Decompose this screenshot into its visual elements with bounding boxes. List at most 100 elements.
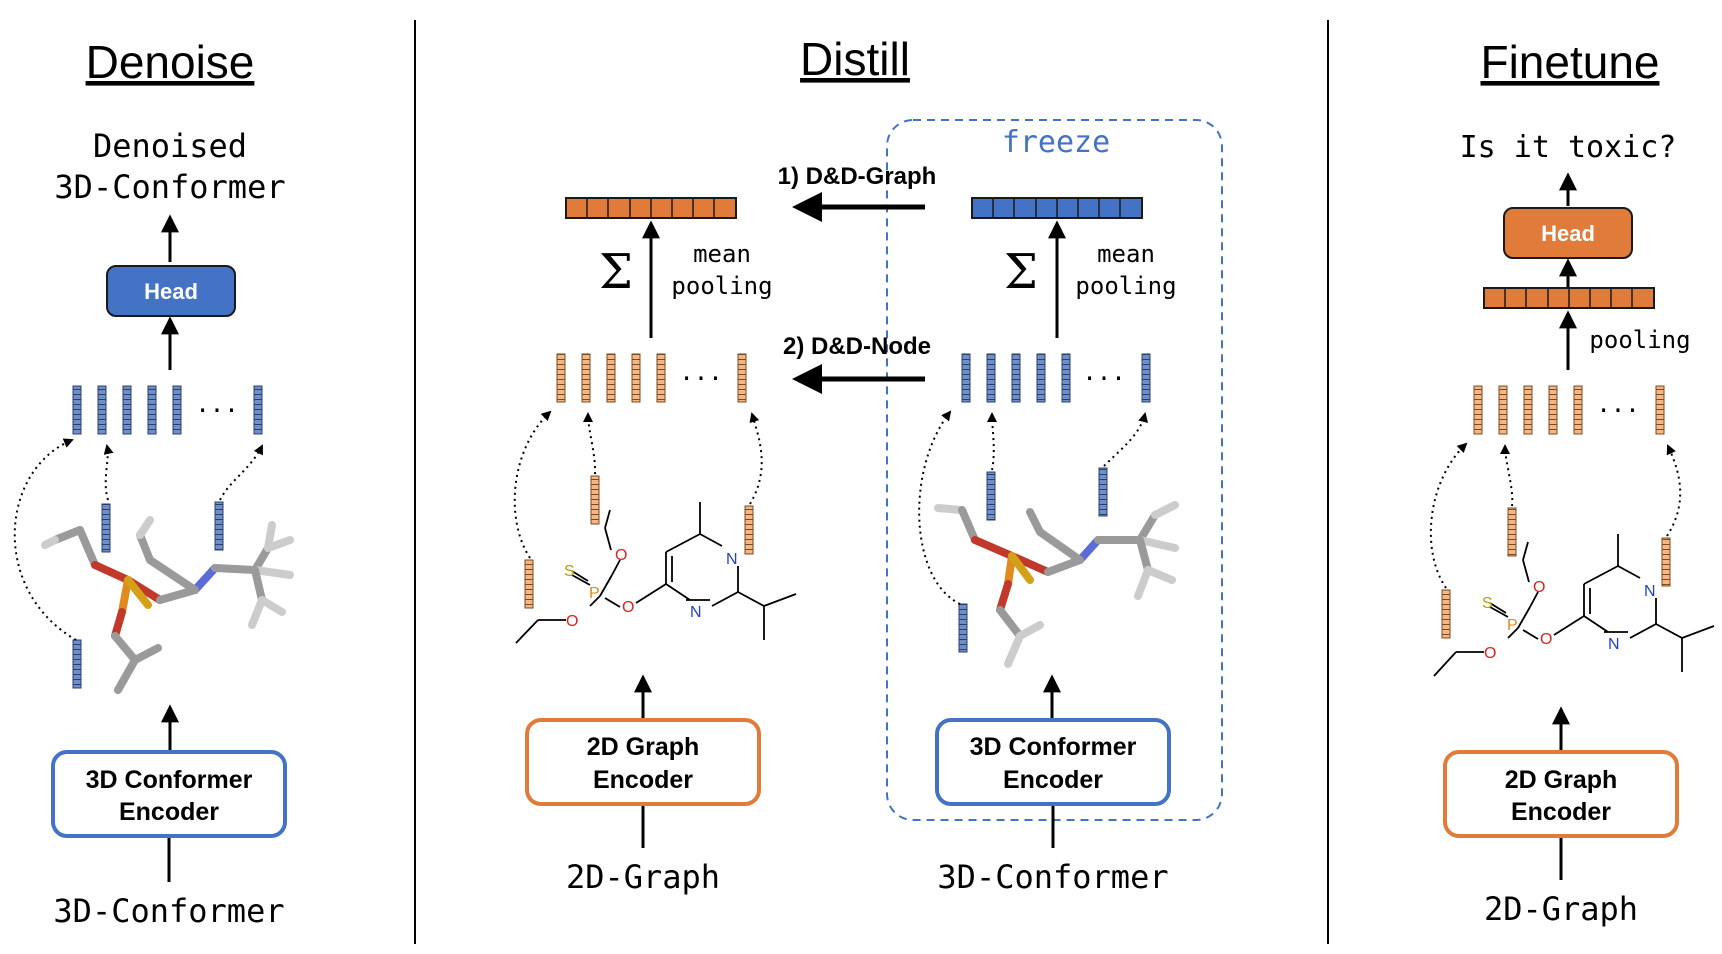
denoise-encoder-line1: 3D Conformer (86, 766, 253, 794)
dotted-arrow (1429, 442, 1468, 589)
node-vector (1655, 385, 1665, 435)
teacher-encoder-box (935, 718, 1171, 806)
atom-p: P (1507, 617, 1518, 634)
atom-p: P (589, 585, 600, 602)
node-vector (656, 353, 666, 403)
student-sigma: Σ (599, 244, 633, 300)
node-vector (581, 353, 591, 403)
dd-graph-label: 1) D&D-Graph (778, 163, 937, 190)
atom-vector (1098, 467, 1108, 517)
finetune-graph-vector (1483, 287, 1655, 309)
teacher-pool-line2: pooling (1075, 272, 1176, 300)
student-encoder-line1: 2D Graph (587, 733, 700, 761)
dotted-arrow (918, 410, 961, 605)
denoise-encoder-line2: Encoder (119, 798, 219, 826)
dotted-arrow (1666, 444, 1682, 537)
atom-n: N (690, 604, 702, 621)
finetune-node-vectors: ... (1473, 385, 1665, 435)
atom-s: S (564, 563, 575, 580)
dotted-arrow (513, 410, 552, 559)
atom-s: S (1482, 595, 1493, 612)
student-input-label: 2D-Graph (566, 858, 720, 896)
teacher-input-label: 3D-Conformer (937, 858, 1168, 896)
dotted-arrow (1103, 412, 1149, 467)
distill-3d-molecule (934, 501, 1179, 668)
node-vector (172, 385, 182, 435)
teacher-encoder-line2: Encoder (1003, 766, 1103, 794)
student-encoder-line2: Encoder (593, 766, 693, 794)
node-vector (631, 353, 641, 403)
student-encoder-box (525, 718, 761, 806)
freeze-box (886, 119, 1223, 821)
node-vector (556, 353, 566, 403)
student-ellipsis: ... (679, 358, 722, 386)
node-vector (1523, 385, 1533, 435)
distill-2d-molecule (515, 502, 797, 644)
finetune-2d-molecule (1433, 534, 1715, 677)
node-vector (147, 385, 157, 435)
student-graph-vector (565, 197, 737, 219)
finetune-title: Finetune (1480, 36, 1659, 88)
node-vector (1141, 353, 1151, 403)
dotted-arrow (13, 438, 77, 641)
dotted-arrow (1500, 444, 1514, 507)
finetune-head-box (1503, 207, 1633, 259)
finetune-head-label: Head (1541, 221, 1595, 246)
dotted-arrow (583, 412, 597, 475)
finetune-encoder-line1: 2D Graph (1505, 766, 1618, 794)
dotted-arrow (749, 412, 763, 505)
teacher-ellipsis: ... (1082, 358, 1125, 386)
atom-n: N (726, 551, 738, 568)
finetune-pooling-label: pooling (1589, 326, 1690, 354)
node-vector (1473, 385, 1483, 435)
node-vector (961, 353, 971, 403)
student-pool-line1: mean (693, 240, 751, 268)
node-vector (1548, 385, 1558, 435)
denoise-head-box (106, 265, 236, 317)
denoise-output-line2: 3D-Conformer (54, 168, 285, 206)
freeze-label: freeze (1002, 125, 1110, 160)
teacher-graph-vector (971, 197, 1143, 219)
panel-finetune: Finetune Is it toxic? Head pooling ... (1429, 36, 1715, 928)
dotted-arrow (987, 412, 998, 471)
dotted-arrow (103, 444, 114, 501)
node-vector (122, 385, 132, 435)
node-vector (72, 385, 82, 435)
finetune-ellipsis: ... (1596, 390, 1639, 418)
dotted-arrow (219, 444, 263, 501)
atom-vector (214, 501, 224, 551)
student-pool-line2: pooling (671, 272, 772, 300)
node-vector (606, 353, 616, 403)
atom-vector (72, 639, 82, 689)
teacher-pool-line1: mean (1097, 240, 1155, 268)
atom-vector (1507, 507, 1517, 557)
node-vector (253, 385, 263, 435)
finetune-input-label: 2D-Graph (1484, 890, 1638, 928)
denoise-ellipsis: ... (195, 390, 238, 418)
atom-vector (958, 603, 968, 653)
atom-n: N (1644, 583, 1656, 600)
distill-title: Distill (800, 33, 910, 85)
atom-o: O (566, 613, 578, 630)
node-vector (1011, 353, 1021, 403)
atom-vector (986, 471, 996, 521)
teacher-sigma: Σ (1004, 244, 1038, 300)
node-vector (737, 353, 747, 403)
student-node-vectors: ... (556, 353, 747, 403)
atom-vector (524, 559, 534, 609)
denoise-output-line1: Denoised (93, 127, 247, 165)
atom-o: O (622, 599, 634, 616)
atom-vector (1441, 589, 1451, 639)
finetune-encoder-box (1443, 750, 1679, 838)
node-vector (1036, 353, 1046, 403)
atom-vector (590, 475, 600, 525)
atom-vector (1661, 537, 1671, 587)
finetune-question: Is it toxic? (1460, 130, 1677, 165)
denoise-head-label: Head (144, 279, 198, 304)
atom-o: O (1540, 631, 1552, 648)
finetune-encoder-line2: Encoder (1511, 798, 1611, 826)
denoise-title: Denoise (86, 36, 255, 88)
teacher-encoder-line1: 3D Conformer (970, 733, 1137, 761)
denoise-encoder-box (51, 750, 287, 838)
